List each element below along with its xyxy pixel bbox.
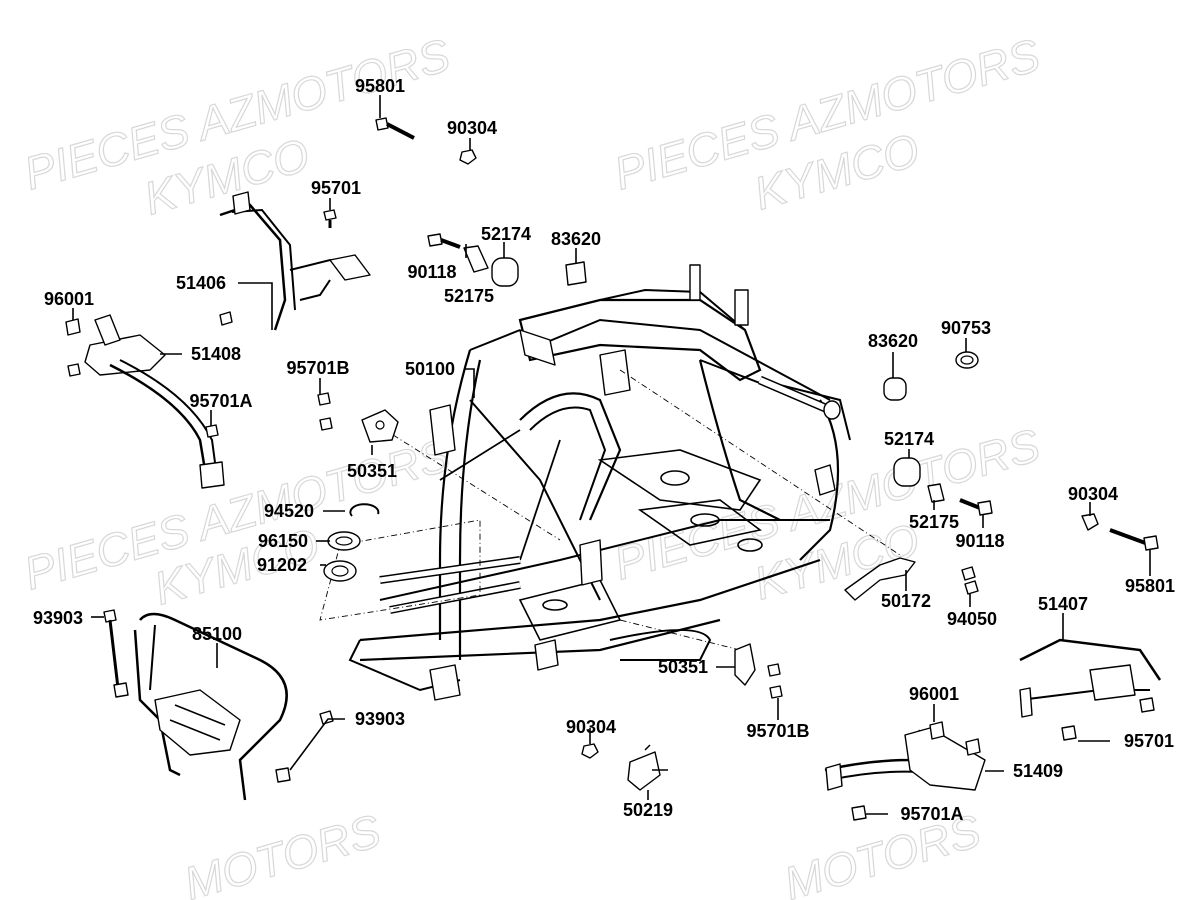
label-95701B-bottom: 95701B [746, 721, 809, 741]
label-51407: 51407 [1038, 594, 1088, 614]
watermark-group: PIECES AZMOTORS KYMCO PIECES AZMOTORS KY… [18, 28, 1046, 900]
label-52175-top: 52175 [444, 286, 494, 306]
small-parts [65, 117, 1162, 821]
leader-lines [72, 95, 1151, 815]
label-51408: 51408 [191, 344, 241, 364]
reference-lines [319, 369, 901, 651]
label-94050: 94050 [947, 609, 997, 629]
label-90118-top: 90118 [407, 262, 456, 282]
label-95801-right: 95801 [1125, 576, 1175, 596]
label-83620-top: 83620 [551, 229, 601, 249]
label-96001-left: 96001 [44, 289, 94, 309]
label-90118-right: 90118 [955, 531, 1004, 551]
label-52174-right: 52174 [884, 429, 934, 449]
label-85100: 85100 [192, 624, 242, 644]
label-90753: 90753 [941, 318, 991, 338]
label-95701-right: 95701 [1124, 731, 1174, 751]
label-93903-left: 93903 [33, 608, 83, 628]
label-52175-right: 52175 [909, 512, 959, 532]
label-50172: 50172 [881, 591, 931, 611]
label-90304-bottom: 90304 [566, 717, 616, 737]
label-96150: 96150 [258, 531, 308, 551]
watermark-text: MOTORS [178, 804, 386, 900]
label-94520: 94520 [264, 501, 314, 521]
label-91202: 91202 [257, 555, 307, 575]
label-95701A-bottom: 95701A [900, 804, 963, 824]
label-95801-top: 95801 [355, 76, 405, 96]
label-51406: 51406 [176, 273, 226, 293]
label-50351-left: 50351 [347, 461, 397, 481]
label-83620-right: 83620 [868, 331, 918, 351]
label-95701A-left: 95701A [189, 391, 252, 411]
part-labels: 95801 90304 95701 51406 96001 51408 9570… [33, 76, 1175, 824]
label-50351-bottom: 50351 [658, 657, 708, 677]
label-52174-top: 52174 [481, 224, 531, 244]
label-93903-bottom: 93903 [355, 709, 405, 729]
label-95701-top: 95701 [311, 178, 361, 198]
label-90304-top: 90304 [447, 118, 497, 138]
label-95701B-top: 95701B [286, 358, 349, 378]
label-90304-right: 90304 [1068, 484, 1118, 504]
main-frame-50100 [348, 264, 851, 701]
label-51409: 51409 [1013, 761, 1063, 781]
label-96001-right: 96001 [909, 684, 959, 704]
label-50100: 50100 [405, 359, 455, 379]
label-50219: 50219 [623, 800, 673, 820]
